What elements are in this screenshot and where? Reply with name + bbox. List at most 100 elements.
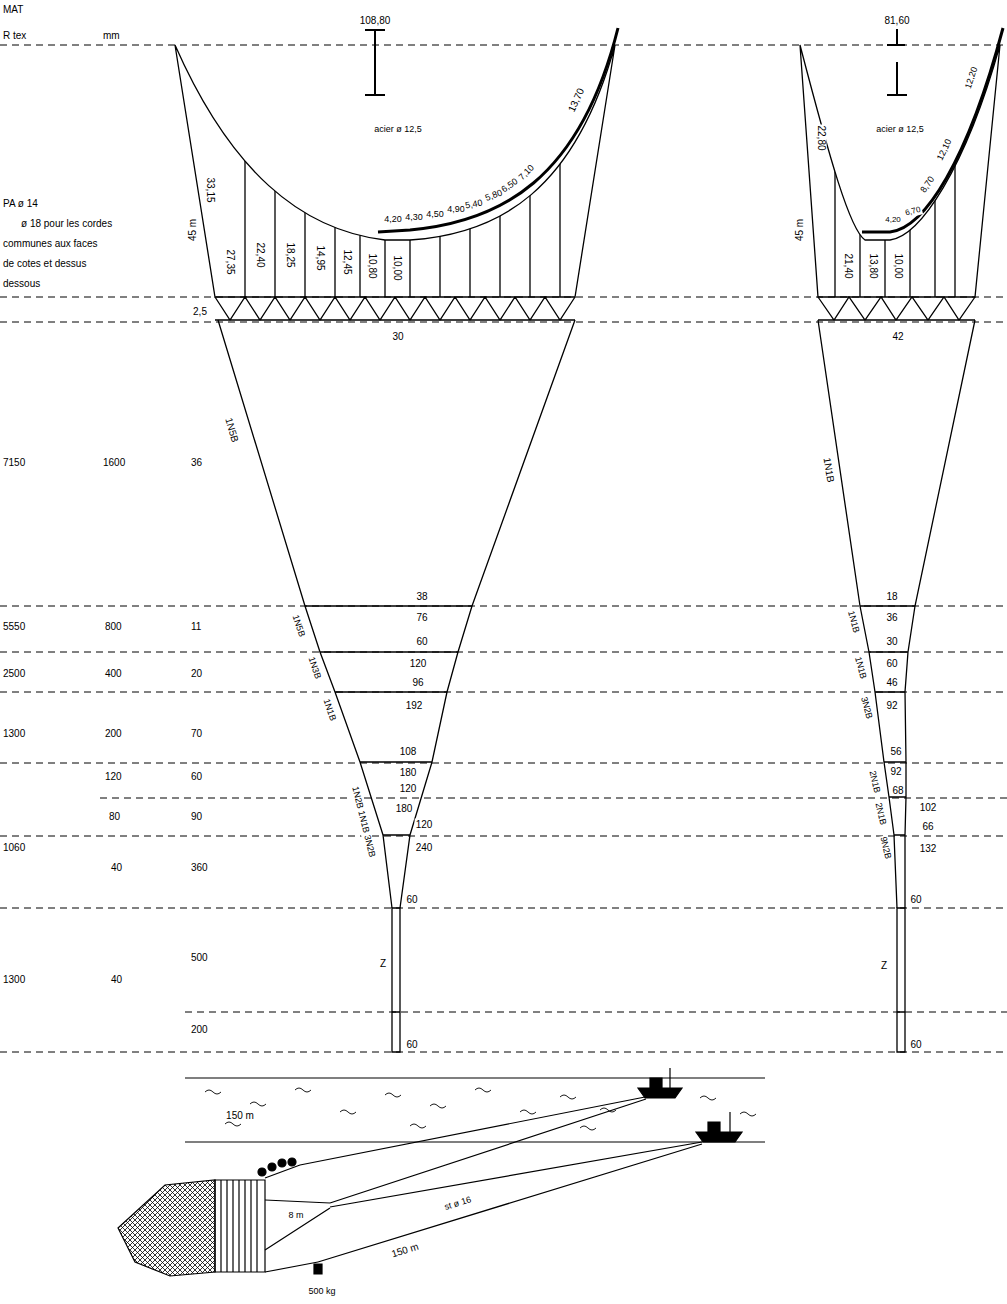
- plan-label: 120: [409, 658, 428, 669]
- plan-label: 60: [190, 771, 203, 782]
- plan-label: ø 18 pour les cordes: [20, 218, 113, 229]
- plan-label: 1600: [102, 457, 126, 468]
- plan-label: 360: [190, 862, 209, 873]
- plan-label: 38: [415, 591, 428, 602]
- plan-label: 1N1B: [845, 609, 861, 635]
- headline-rope: [862, 28, 1003, 232]
- plan-label: 120: [399, 783, 418, 794]
- plan-label: 40: [110, 862, 123, 873]
- plan-label: 192: [405, 700, 424, 711]
- plan-label: 1N5B: [290, 613, 307, 639]
- left-net: [175, 0, 618, 1052]
- plan-label: Z: [880, 960, 888, 971]
- guide-line: [0, 45, 1007, 1052]
- floats: [258, 1158, 296, 1176]
- plan-label: 1300: [2, 974, 26, 985]
- plan-label: 60: [405, 1039, 418, 1050]
- plan-label: 9N2B: [877, 835, 892, 861]
- plan-label: 2500: [2, 668, 26, 679]
- plan-label: 10,00: [392, 254, 403, 281]
- plan-label: 60: [885, 658, 898, 669]
- plan-label: 5,40: [464, 198, 485, 211]
- plan-label: 81,60: [883, 15, 910, 26]
- fishing-scene: [118, 1068, 765, 1276]
- plan-label: 80: [108, 811, 121, 822]
- net-outline: [800, 45, 1000, 297]
- plan-label: R tex: [2, 30, 27, 41]
- plan-label: 1N3B: [306, 655, 323, 681]
- plan-label: 42: [891, 331, 904, 342]
- plan-label: 8,70: [918, 174, 937, 196]
- plan-label: 180: [395, 803, 414, 814]
- net-body-hatched: [118, 1180, 215, 1276]
- plan-label: 108,80: [359, 15, 392, 26]
- plan-label: 240: [415, 842, 434, 853]
- plan-label: 18: [885, 591, 898, 602]
- plan-label: 76: [415, 612, 428, 623]
- plan-label: 4,90: [446, 205, 466, 215]
- plan-label: 20: [190, 668, 203, 679]
- plan-label: st ø 16: [442, 1195, 473, 1213]
- right-net: [800, 0, 1003, 1052]
- boat-mast: [729, 1112, 730, 1132]
- plan-label: 2N1B: [872, 801, 887, 827]
- plan-label: 68: [891, 785, 904, 796]
- plan-label: 70: [190, 728, 203, 739]
- plan-label: 120: [415, 819, 434, 830]
- plan-label: 92: [885, 700, 898, 711]
- plan-label: 1060: [2, 842, 26, 853]
- plan-label: 13,80: [868, 252, 879, 279]
- plan-label: 200: [190, 1024, 209, 1035]
- codend: [392, 908, 400, 1052]
- plan-label: 33,15: [205, 176, 216, 203]
- plan-label: 1N1B: [821, 456, 836, 484]
- net-outline: [175, 45, 615, 297]
- plan-label: 36: [190, 457, 203, 468]
- plan-label: communes aux faces: [2, 238, 99, 249]
- plan-label: 10,00: [893, 252, 904, 279]
- plan-label: 46: [885, 677, 898, 688]
- net-body: [218, 320, 575, 908]
- plan-label: 400: [104, 668, 123, 679]
- plan-label: 4,20: [383, 215, 403, 225]
- plan-label: 60: [909, 1039, 922, 1050]
- plan-label: PA ø 14: [2, 198, 39, 209]
- plan-label: 7150: [2, 457, 26, 468]
- boat-mast: [669, 1068, 670, 1088]
- plan-label: acier ø 12,5: [373, 125, 423, 135]
- plan-label: 150 m: [225, 1110, 255, 1121]
- net-strips: [835, 0, 955, 297]
- plan-label: 56: [889, 746, 902, 757]
- plan-label: 22,40: [255, 241, 266, 268]
- water-line: [185, 1078, 765, 1142]
- plan-label: 40: [110, 974, 123, 985]
- plan-label: 150 m: [389, 1240, 421, 1259]
- plan-label: 4,20: [884, 216, 902, 225]
- plan-label: 4,30: [404, 213, 424, 223]
- net-wings: [265, 1165, 330, 1272]
- net-body: [818, 320, 975, 908]
- plan-label: de cotes et dessus: [2, 258, 87, 269]
- warps: [300, 1097, 702, 1262]
- plan-label: 10,80: [367, 252, 378, 279]
- plan-label: 60: [909, 894, 922, 905]
- plan-label: 6,70: [903, 205, 922, 218]
- plan-label: 45 m: [794, 218, 805, 242]
- plan-label: 120: [104, 771, 123, 782]
- net-strips: [245, 0, 560, 297]
- dashed-guides: [0, 45, 1007, 1052]
- beam-symbol: [365, 30, 385, 95]
- plan-label: 8 m: [287, 1211, 304, 1221]
- plan-label: 1300: [2, 728, 26, 739]
- plan-label: 21,40: [843, 252, 854, 279]
- plan-label: 30: [391, 331, 404, 342]
- plan-label: 27,35: [225, 248, 236, 275]
- plan-label: 45 m: [187, 218, 198, 242]
- plan-label: 60: [415, 636, 428, 647]
- zigzag-seam: [818, 297, 975, 320]
- plan-label: dessous: [2, 278, 41, 289]
- plan-label: 96: [411, 677, 424, 688]
- plan-label: 1N1B: [321, 697, 338, 723]
